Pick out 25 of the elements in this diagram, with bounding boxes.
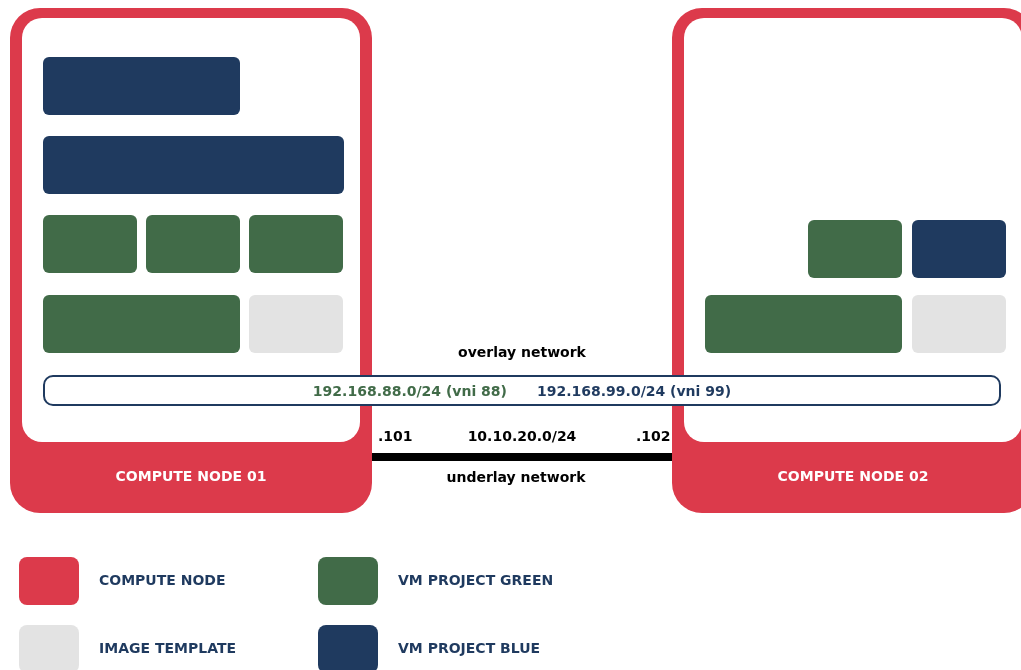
underlay-link xyxy=(372,453,672,461)
legend-label: VM PROJECT GREEN xyxy=(398,572,554,588)
vm-box xyxy=(705,295,902,353)
vm-box xyxy=(249,295,343,353)
vm-box xyxy=(43,215,137,273)
subnet-label: 192.168.99.0/24 (vni 99) xyxy=(537,382,732,399)
node-title: COMPUTE NODE 01 xyxy=(114,468,268,484)
compute-node-card xyxy=(672,8,1021,513)
vm-box xyxy=(912,220,1006,278)
node-title: COMPUTE NODE 02 xyxy=(776,468,930,484)
ip-suffix: .101 xyxy=(378,428,414,444)
vm-box xyxy=(146,215,240,273)
legend-label: COMPUTE NODE xyxy=(99,572,226,588)
ip-suffix: .102 xyxy=(636,428,672,444)
network-label: underlay network xyxy=(445,469,587,485)
vm-box xyxy=(43,57,240,115)
vm-box xyxy=(249,215,343,273)
vm-box xyxy=(43,136,344,194)
vm-box xyxy=(808,220,902,278)
legend-label: VM PROJECT BLUE xyxy=(398,640,541,656)
vm-box xyxy=(912,295,1006,353)
legend-label: IMAGE TEMPLATE xyxy=(99,640,236,656)
network-heading: overlay network xyxy=(457,344,587,360)
vm-box xyxy=(43,295,240,353)
subnet-label: 192.168.88.0/24 (vni 88) xyxy=(312,382,507,399)
